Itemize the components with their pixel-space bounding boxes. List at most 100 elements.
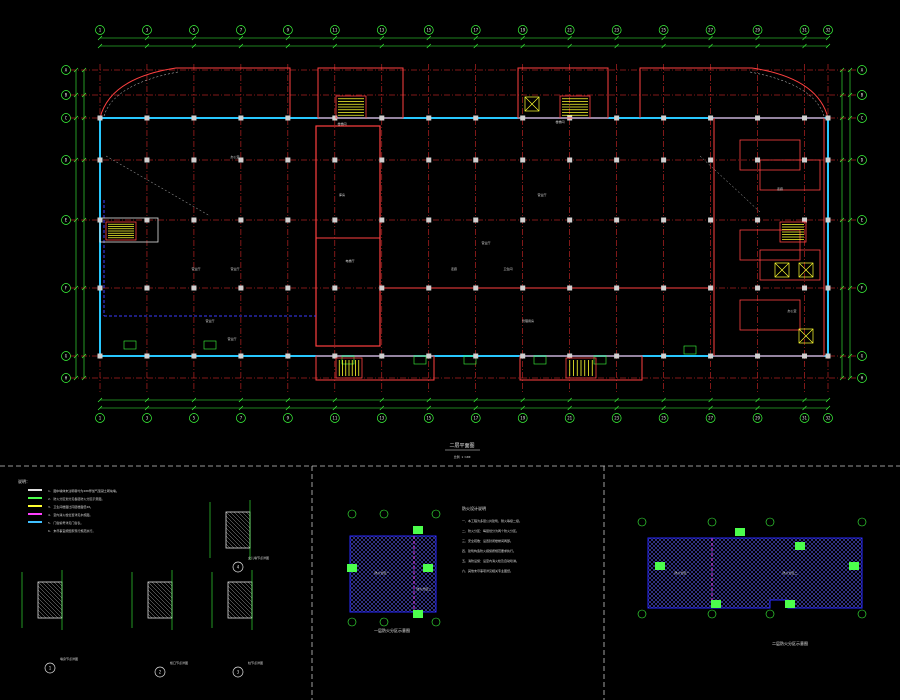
dimension-lines [73, 35, 853, 411]
room-label: 库房 [339, 192, 345, 197]
room-label: 楼梯间 [337, 121, 346, 126]
note-line: 4. 室内消火栓位置详见水施图。 [48, 512, 92, 517]
sheet-dividers [0, 465, 900, 700]
column-axis-bubble: 27 [708, 415, 713, 420]
second-floor-plan[interactable]: 办公室营业厅营业厅营业厅库房楼梯间楼梯间电梯厅走廊卫生间营业厅营业厅管理用房走廊… [61, 25, 867, 423]
row-axis-bubble: E [65, 217, 68, 222]
column-axis-bubble: 19 [520, 27, 525, 32]
fire-zone-small-title: 一层防火分区示意图 [374, 627, 410, 633]
row-axis-bubble: G [861, 353, 864, 358]
building-walls [99, 67, 829, 381]
fire-zone-diagram-large: 防火分区一 防火分区二 [637, 517, 867, 619]
fire-zone-label: 防火分区一 [674, 570, 689, 575]
row-axis-bubble: A [65, 67, 68, 72]
room-label: 办公室 [230, 154, 239, 159]
detail-label: 女儿墙节点详图 [248, 555, 269, 560]
column-axis-bubble: 7 [240, 27, 243, 32]
detail-number: 2 [159, 670, 162, 675]
room-label: 营业厅 [481, 240, 490, 245]
room-label: 营业厅 [537, 192, 546, 197]
column-axis-bubble: 9 [287, 27, 290, 32]
note-line: 5. 门窗编号详见门窗表。 [48, 520, 83, 525]
note-line: 6. 未尽事宜按国家现行规范执行。 [48, 528, 95, 533]
room-label: 电梯厅 [345, 258, 354, 263]
structural-columns [97, 115, 831, 359]
room-label: 管理用房 [522, 318, 534, 323]
column-axis-bubble: 9 [287, 415, 290, 420]
fire-note-line: 二、防火分区：每层划分为两个防火分区。 [462, 528, 519, 533]
column-axis-bubble: 3 [146, 415, 149, 420]
fire-note-line: 四、建筑构造防火措施按规范要求执行。 [462, 548, 516, 553]
column-axis-bubble: 25 [661, 27, 666, 32]
room-label: 办公室 [787, 308, 796, 313]
room-label: 走廊 [451, 266, 457, 271]
fire-zone-large-title: 二层防火分区示意图 [772, 640, 808, 646]
column-axis-bubble: 13 [379, 415, 384, 420]
notes-title: 说明： [18, 478, 30, 484]
column-axis-bubble: 29 [755, 27, 760, 32]
note-line: 2. 防火分区划分见各层防火分区示意图。 [48, 496, 104, 501]
column-axis-bubble: 32 [826, 415, 831, 420]
column-axis-bubble: 23 [614, 415, 619, 420]
column-axis-bubble: 21 [567, 27, 572, 32]
detail-number: 1 [49, 666, 52, 671]
column-axis-bubble: 1 [99, 415, 102, 420]
row-axis-bubble: F [65, 285, 68, 290]
fire-note-line: 五、消防设施：设室内消火栓及自动喷淋。 [462, 558, 519, 563]
column-axis-bubble: 31 [802, 415, 807, 420]
detail-label: 墙身节点详图 [60, 656, 78, 661]
fire-note-line: 三、安全疏散：设置封闭楼梯间两部。 [462, 538, 513, 543]
fire-zone-label: 防火分区二 [416, 586, 431, 591]
row-axis-bubble: C [65, 115, 68, 120]
row-axis-bubble: H [861, 375, 864, 380]
column-axis-bubble: 15 [426, 415, 431, 420]
fire-design-notes: 防火设计说明 一、本工程为多层公共建筑，耐火等级二级。二、防火分区：每层划分为两… [462, 505, 522, 573]
room-label: 走廊 [777, 186, 783, 191]
room-label: 营业厅 [191, 266, 200, 271]
row-axis-bubble: B [65, 92, 68, 97]
detail-number: 3 [237, 670, 240, 675]
room-label: 营业厅 [205, 318, 214, 323]
fire-note-line: 一、本工程为多层公共建筑，耐火等级二级。 [462, 518, 522, 523]
detail-number: 4 [237, 565, 240, 570]
detail-label: 柱节点详图 [248, 660, 263, 665]
fire-zone-label: 防火分区一 [374, 570, 389, 575]
legend-swatches [28, 489, 42, 523]
row-axis-bubble: G [65, 353, 68, 358]
row-axis-bubble: C [861, 115, 864, 120]
detail-label: 檐口节点详图 [170, 660, 188, 665]
row-axis-bubble: F [861, 285, 864, 290]
stairwells [105, 95, 814, 379]
column-axis-bubble: 32 [826, 27, 831, 32]
column-axis-bubble: 15 [426, 27, 431, 32]
fire-note-line: 六、其他未尽事项详见相关专业图纸。 [462, 568, 513, 573]
column-axis-bubble: 11 [332, 415, 337, 420]
row-axis-bubble: D [861, 157, 864, 162]
column-axis-bubble: 19 [520, 415, 525, 420]
column-axis-bubble: 25 [661, 415, 666, 420]
plan-title: 二层平面图 [449, 443, 474, 449]
column-axis-bubble: 23 [614, 27, 619, 32]
column-axis-bubble: 17 [473, 415, 478, 420]
plan-scale: 比例 1:100 [454, 454, 471, 459]
construction-details: 1 墙身节点详图 2 檐口节点详图 3 柱节点详图 4 女儿墙节点详图 [21, 500, 269, 678]
column-axis-bubble: 27 [708, 27, 713, 32]
row-axis-bubble: D [65, 157, 68, 162]
note-line: 1. 图中墙体未注明者均为200厚加气混凝土砌块墙。 [48, 488, 119, 493]
column-axis-bubble: 1 [99, 27, 102, 32]
fire-zone-label: 防火分区二 [782, 570, 797, 575]
column-axis-bubble: 11 [332, 27, 337, 32]
room-label: 卫生间 [503, 266, 512, 271]
room-label: 楼梯间 [555, 119, 564, 124]
room-label: 营业厅 [227, 336, 236, 341]
column-axis-bubble: 21 [567, 415, 572, 420]
row-axis-bubble: B [861, 92, 864, 97]
column-axis-bubble: 5 [193, 27, 196, 32]
note-line: 3. 卫生间楼面比同层楼面低20。 [48, 504, 93, 509]
room-label: 营业厅 [230, 266, 239, 271]
column-axis-bubble: 29 [755, 415, 760, 420]
axis-bubbles: 1133557799111113131515171719192121232325… [61, 25, 867, 423]
column-axis-bubble: 17 [473, 27, 478, 32]
